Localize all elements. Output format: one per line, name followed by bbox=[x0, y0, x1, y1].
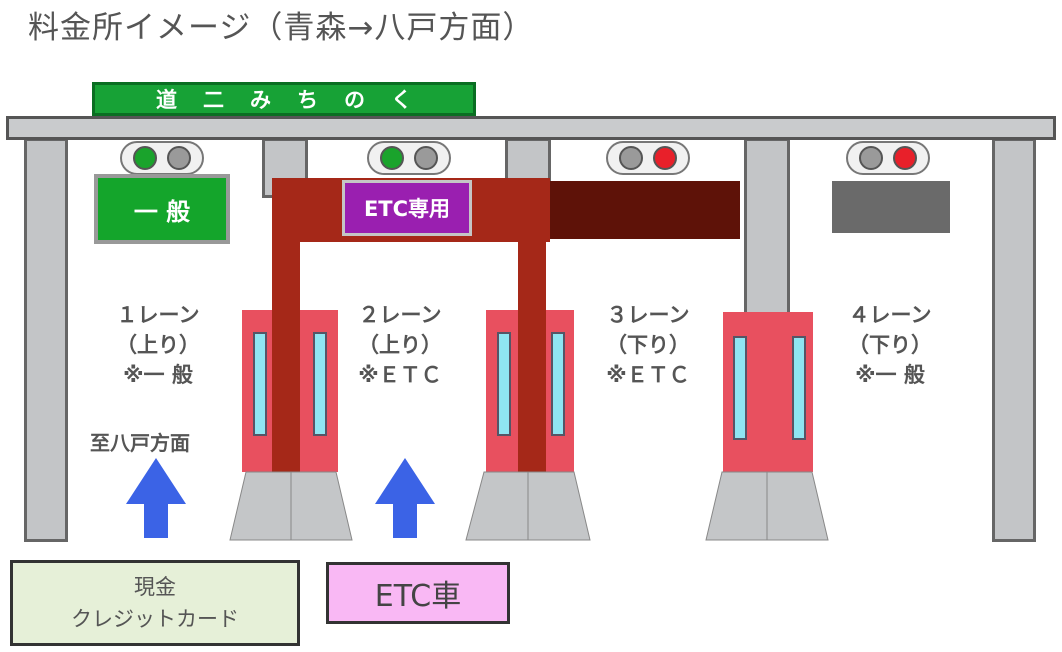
lane-4-sign bbox=[832, 181, 950, 233]
pillar bbox=[24, 138, 68, 542]
lane-3-signal bbox=[606, 141, 690, 175]
lane-2-sign-label: ETC専用 bbox=[363, 197, 451, 221]
lane-number: ２レーン bbox=[358, 303, 442, 327]
grey-lamp-icon bbox=[858, 146, 883, 170]
lane-type: ※一 般 bbox=[123, 363, 193, 387]
booth-window bbox=[733, 336, 747, 440]
lane-1-description: １レーン （上り） ※一 般 bbox=[98, 300, 218, 390]
up-arrow-icon bbox=[375, 458, 435, 538]
lane-3-description: ３レーン （下り） ※ＥＴＣ bbox=[588, 300, 708, 390]
etc-vehicle-label: ETC車 bbox=[374, 579, 462, 614]
cash-label: 現金 bbox=[134, 575, 176, 599]
booth-window bbox=[313, 332, 327, 436]
lane-2-signal bbox=[367, 141, 451, 175]
etc-gate-frame-left bbox=[272, 178, 300, 474]
lane-4-description: ４レーン （下り） ※一 般 bbox=[830, 300, 950, 390]
booth-window bbox=[792, 336, 806, 440]
lane-4-signal bbox=[846, 141, 930, 175]
lane-1-signal bbox=[120, 141, 204, 175]
booth-window bbox=[497, 332, 511, 436]
grey-lamp-icon bbox=[414, 146, 439, 170]
road-name-sign: 道二みちのく bbox=[92, 82, 476, 116]
lane-direction: （上り） bbox=[116, 333, 200, 357]
booth-window bbox=[253, 332, 267, 436]
lane-2-sign: ETC専用 bbox=[342, 180, 472, 236]
grey-lamp-icon bbox=[167, 146, 192, 170]
lane-type: ※一 般 bbox=[855, 363, 925, 387]
grey-lamp-icon bbox=[618, 146, 643, 170]
destination-label: 至八戸方面 bbox=[90, 431, 190, 455]
lane-1-sign: 一 般 bbox=[94, 174, 230, 244]
red-lamp-icon bbox=[893, 146, 918, 170]
lane-direction: （下り） bbox=[606, 333, 690, 357]
lane-2-description: ２レーン （上り） ※ＥＴＣ bbox=[340, 300, 460, 390]
diagram-title: 料金所イメージ（青森→八戸方面） bbox=[28, 10, 535, 46]
gantry-beam bbox=[6, 116, 1056, 140]
credit-card-label: クレジットカード bbox=[71, 607, 239, 631]
lane-direction: （下り） bbox=[848, 333, 932, 357]
lane-number: １レーン bbox=[116, 303, 200, 327]
lane-type: ※ＥＴＣ bbox=[358, 363, 442, 387]
etc-gate-frame-right bbox=[518, 178, 546, 474]
green-lamp-icon bbox=[379, 146, 404, 170]
etc-vehicle-legend: ETC車 bbox=[326, 562, 510, 624]
lane-1-sign-label: 一 般 bbox=[133, 197, 191, 226]
lane-number: ３レーン bbox=[606, 303, 690, 327]
lane-direction: （上り） bbox=[358, 333, 442, 357]
cash-credit-legend: 現金 クレジットカード bbox=[10, 560, 300, 646]
lane-number: ４レーン bbox=[848, 303, 932, 327]
lane-type: ※ＥＴＣ bbox=[606, 363, 690, 387]
booth-window bbox=[551, 332, 565, 436]
green-lamp-icon bbox=[132, 146, 157, 170]
lane-3-sign bbox=[548, 181, 740, 239]
pillar bbox=[992, 138, 1036, 542]
red-lamp-icon bbox=[653, 146, 678, 170]
up-arrow-icon bbox=[126, 458, 186, 538]
